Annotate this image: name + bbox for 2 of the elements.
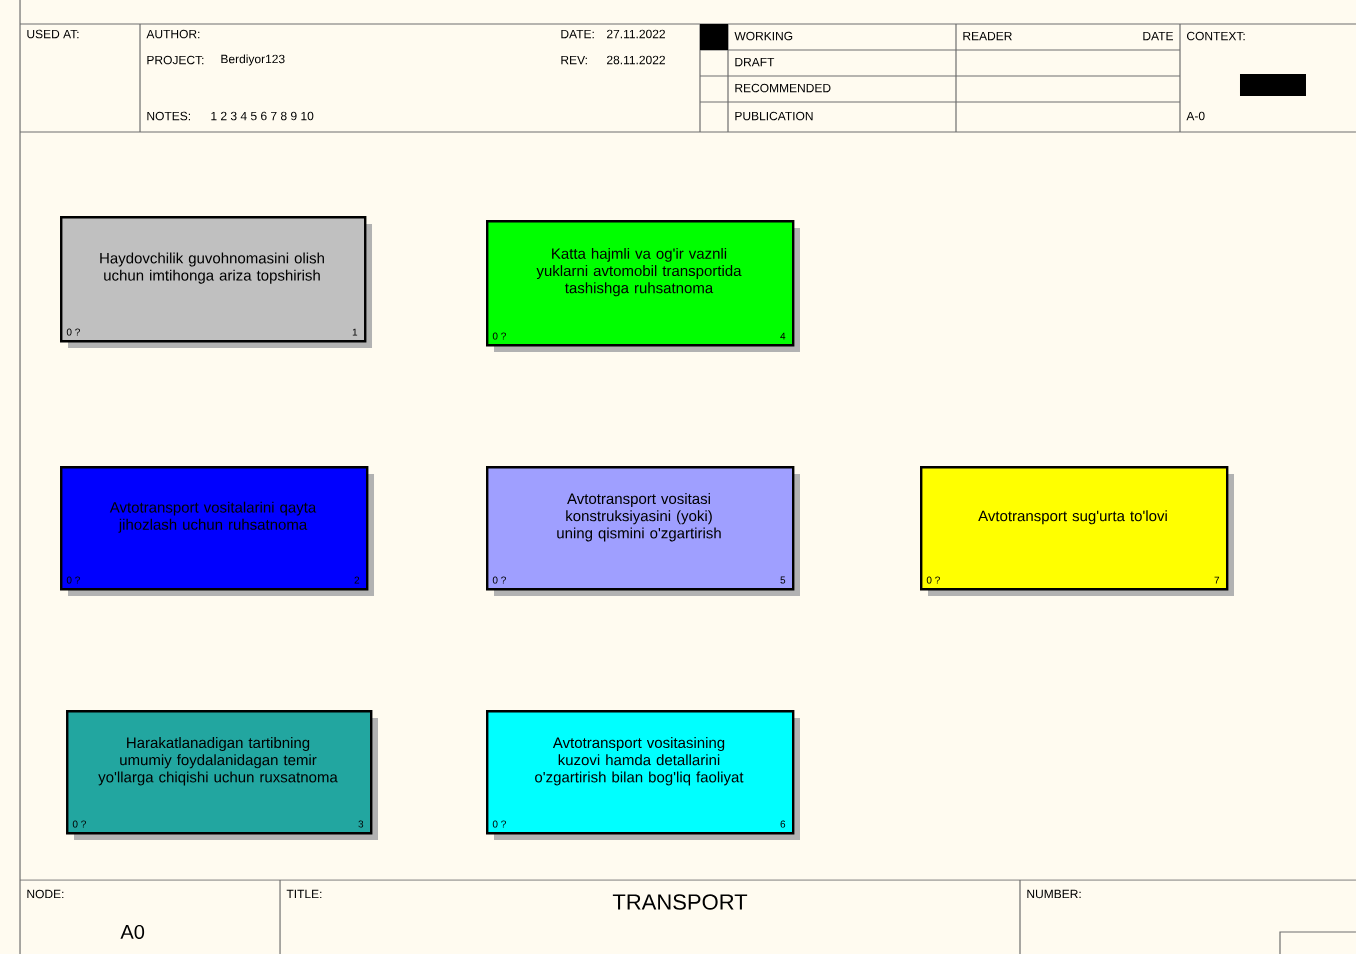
- header-label: A0: [120, 924, 145, 940]
- diagram-title: TRANSPORT: [612, 894, 748, 910]
